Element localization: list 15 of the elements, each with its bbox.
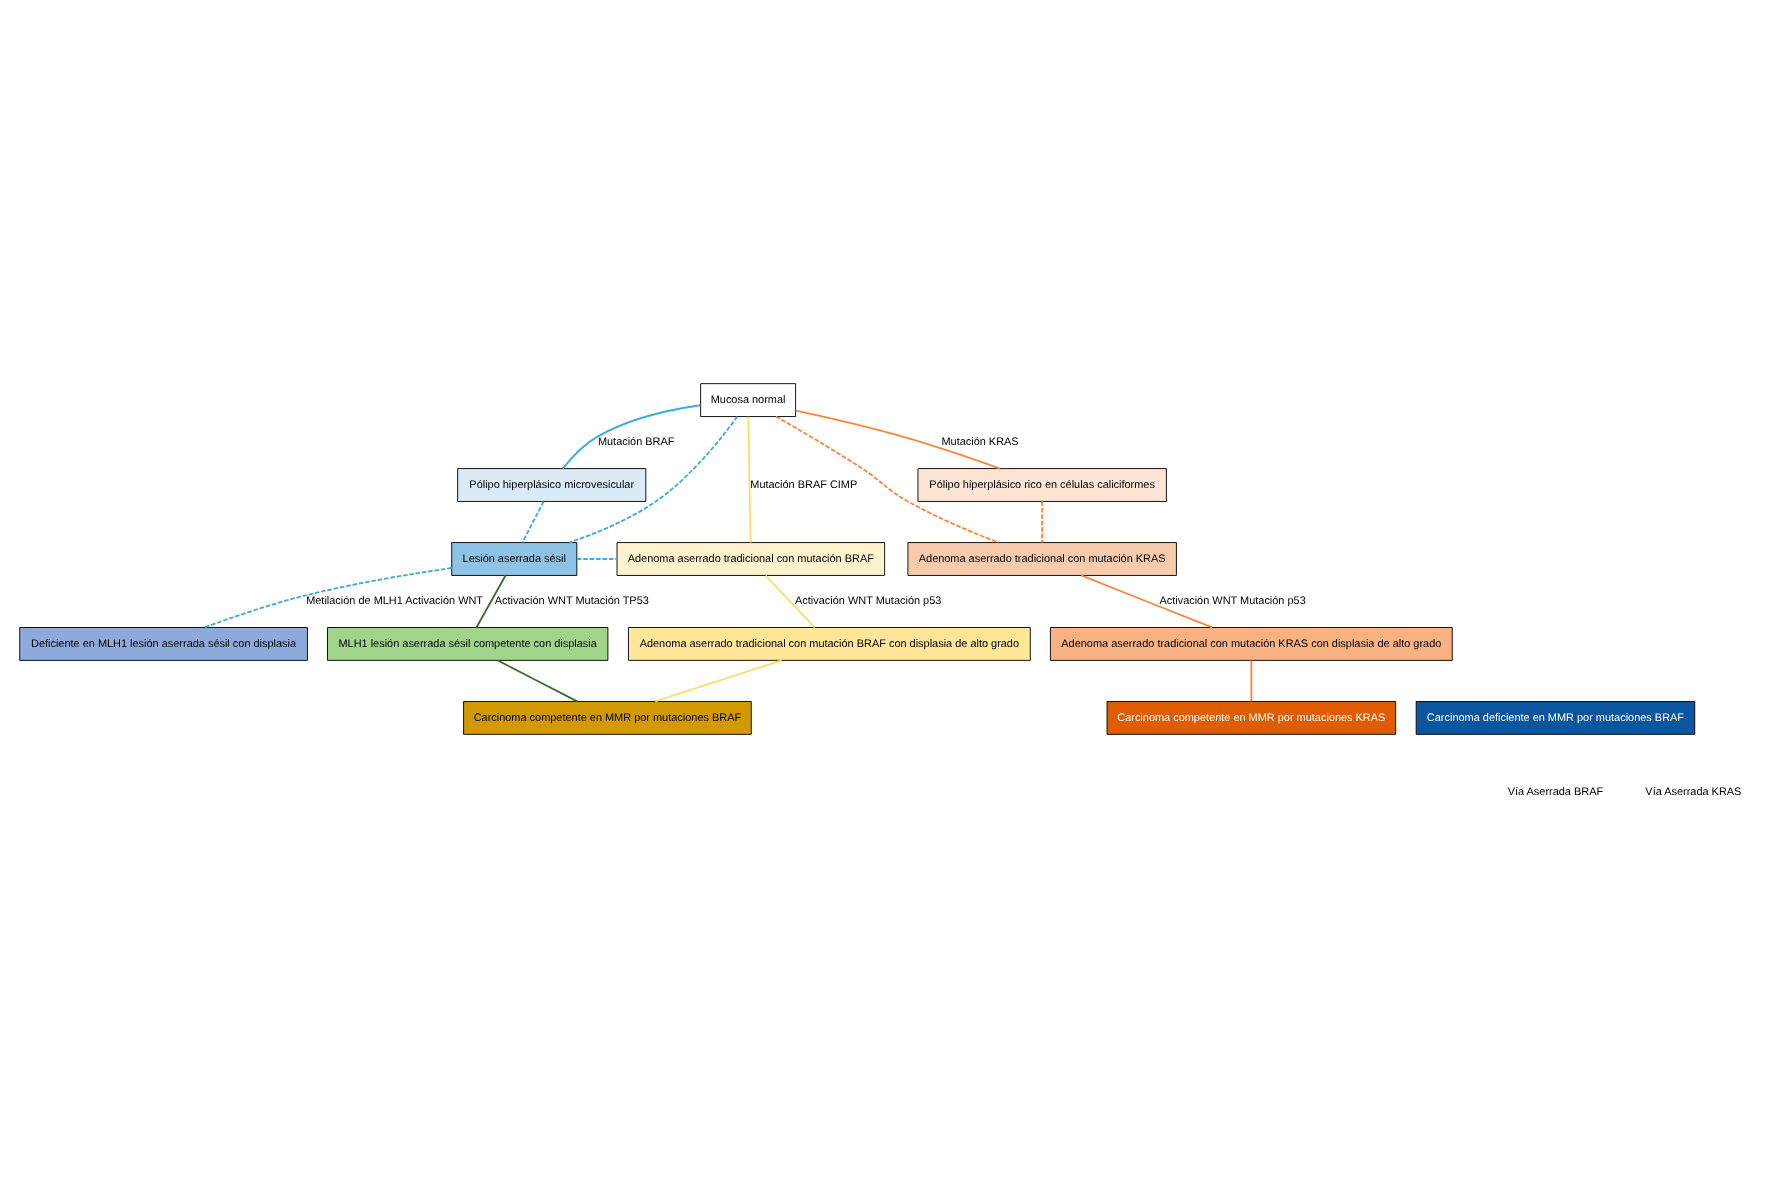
connector [794,408,1001,469]
connector [203,566,453,628]
connector [575,557,618,559]
connector [475,573,507,628]
connector [747,414,752,543]
connector [764,573,816,628]
connector [561,403,702,469]
connector [521,499,545,543]
connector [654,658,783,702]
connector [1080,573,1213,628]
connector [775,414,1000,543]
connector [568,414,739,543]
connector [497,658,579,702]
connector [1250,658,1253,702]
connector [1041,499,1044,543]
